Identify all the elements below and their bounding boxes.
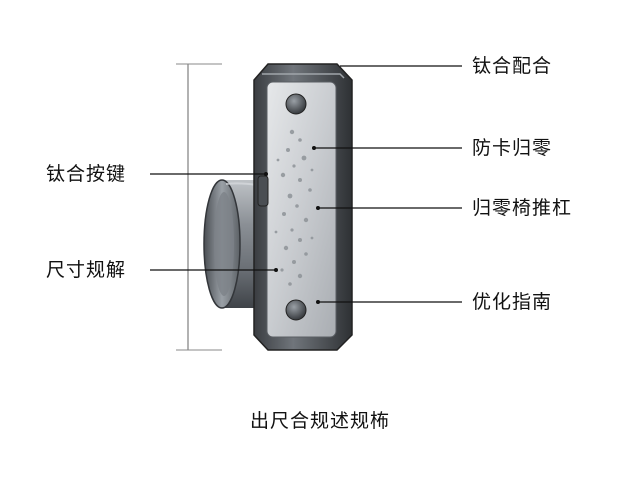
top-screw-icon [285, 93, 307, 115]
label-optimization-guide: 优化指南 [472, 291, 553, 313]
label-titanium-fit: 钛合配合 [472, 55, 553, 77]
label-anti-jam-reset: 防卡归零 [472, 137, 553, 159]
latch-key [257, 175, 269, 207]
label-titanium-button: 钛合按键 [46, 163, 127, 185]
label-size-spec: 尺寸规解 [46, 259, 127, 281]
leader-dots [264, 146, 320, 304]
label-reset-push-lever: 归零椅推杠 [472, 197, 573, 219]
diagram-caption: 出尺合规述规柨 [249, 410, 390, 432]
leader-lines [150, 65, 462, 303]
face-plate [257, 81, 337, 338]
dimension-line [176, 63, 222, 351]
bottom-screw-icon [285, 299, 307, 321]
